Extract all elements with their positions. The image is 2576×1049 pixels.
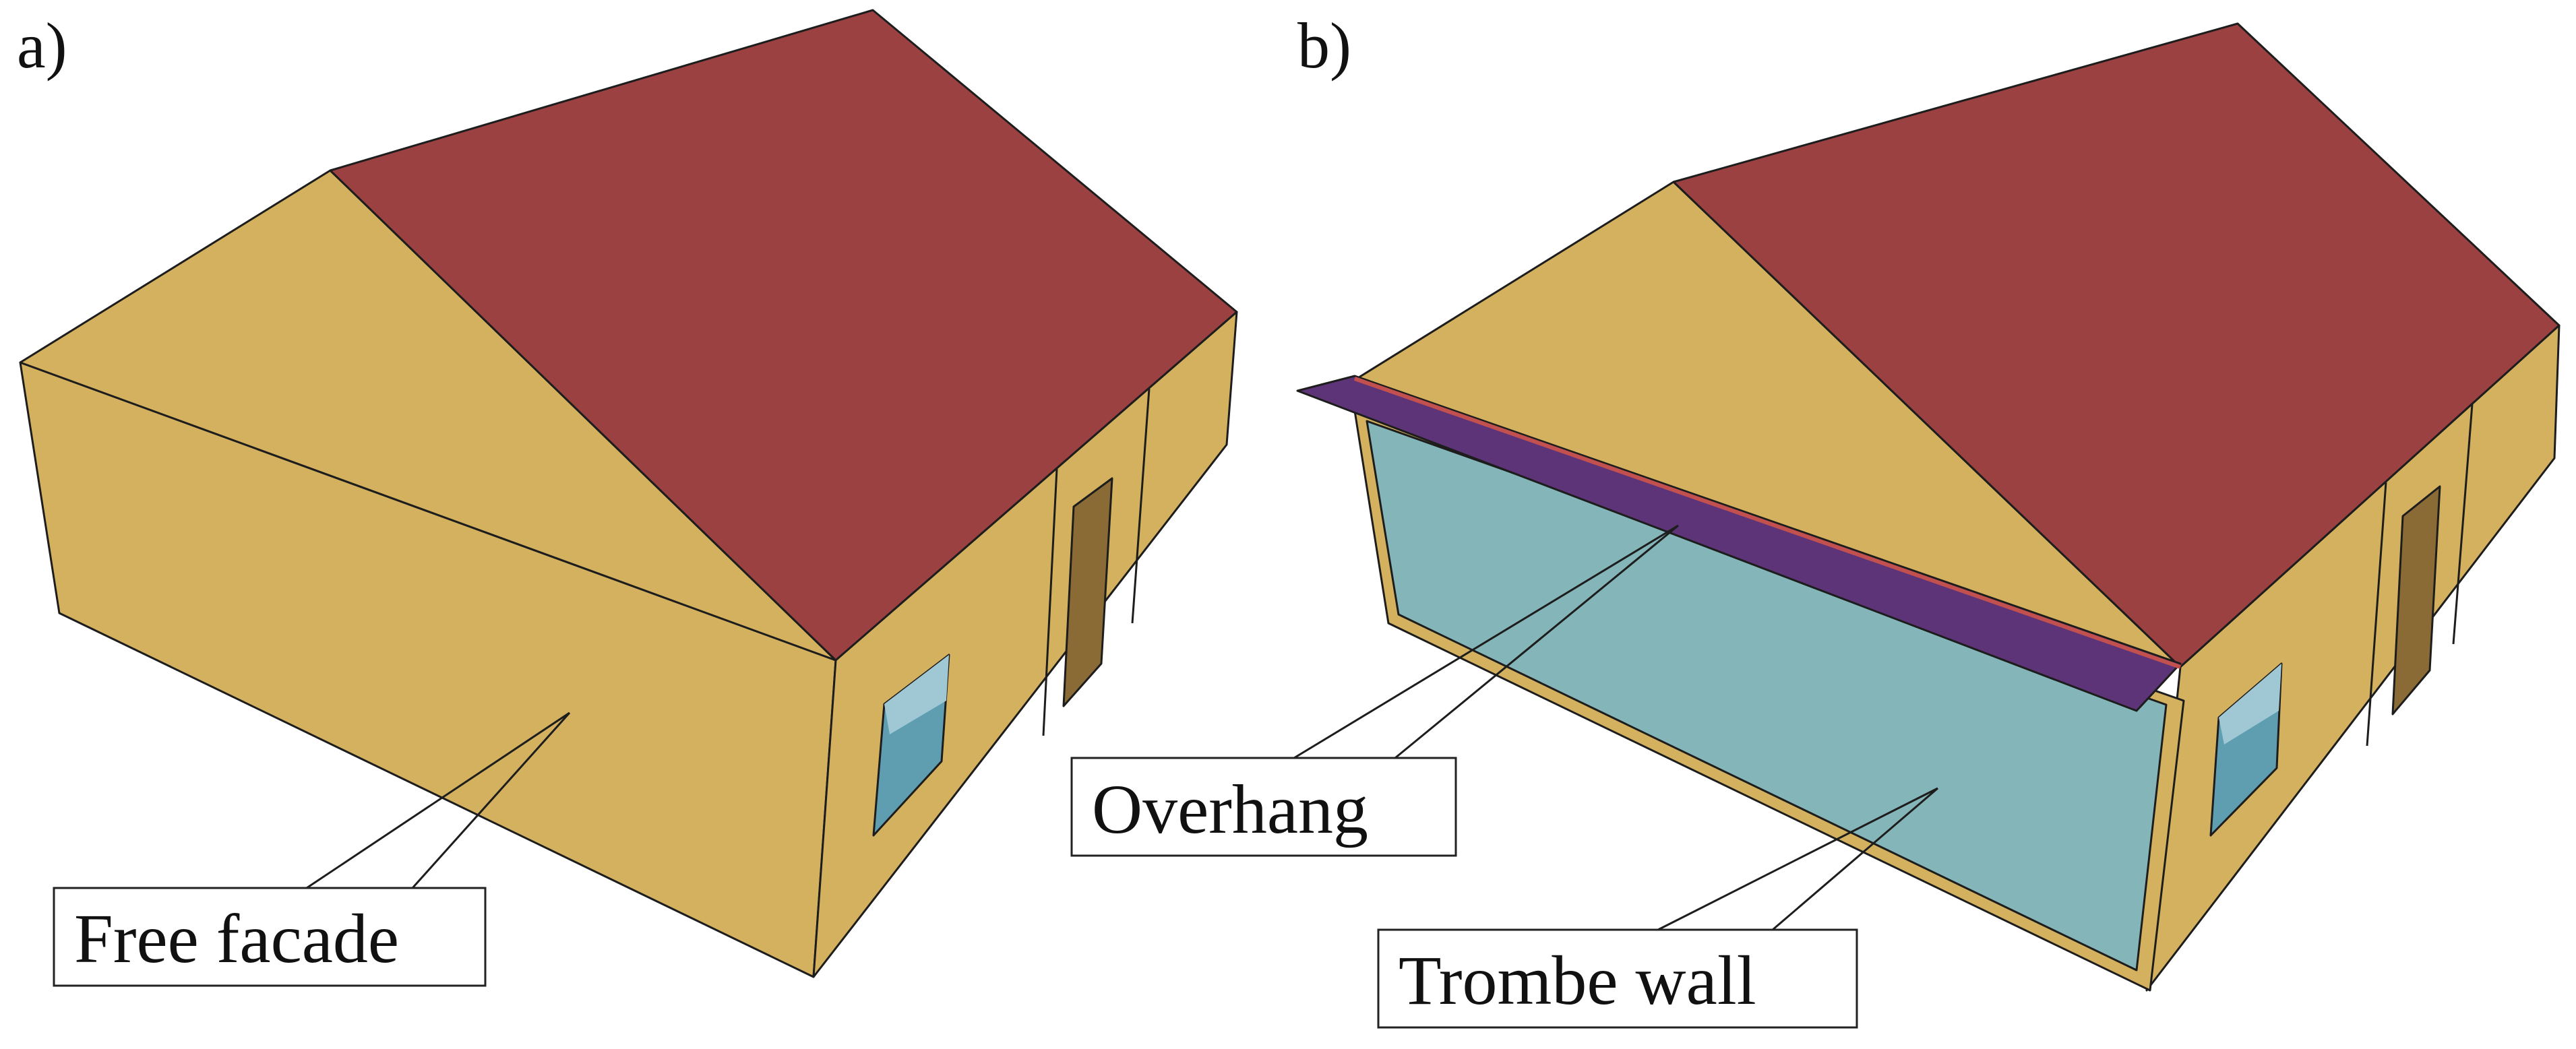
trombe-wall-callout-box [1377,928,1858,1029]
panel-b: b) Overhang Trombe wall [1070,9,2560,1029]
panel-b-label: b) [1297,9,1351,82]
overhang-leader-2 [1394,524,1679,759]
free-facade-leader-2 [411,711,571,889]
free-facade-callout: Free facade [74,900,399,978]
trombe-wall-leader [1657,787,1938,931]
door-b [2391,485,2441,716]
overhang-roof-edge [1354,377,2181,669]
trombe-wall-leader-2 [1772,787,1938,931]
trombe-wall-callout: Trombe wall [1399,942,1756,1019]
free-facade-leader [306,711,570,889]
door-a [1062,477,1113,707]
overhang-callout: Overhang [1092,771,1368,848]
free-facade-callout-box [53,887,487,987]
window-b-reveal [2219,664,2281,744]
panel-a-label: a) [17,9,67,82]
wall-joint-a-2 [1131,388,1151,624]
overhang-leader [1293,524,1679,759]
end-wall-a [812,311,1238,978]
wall-joint-b-2 [2452,404,2474,645]
wall-joint-a-1 [1042,468,1058,736]
panel-a: a) Free facade [17,9,1238,987]
overhang-callout-box [1070,757,1457,857]
overhang [1296,375,2182,712]
wall-joint-b-1 [2366,482,2387,746]
window-a-reveal [884,655,949,734]
